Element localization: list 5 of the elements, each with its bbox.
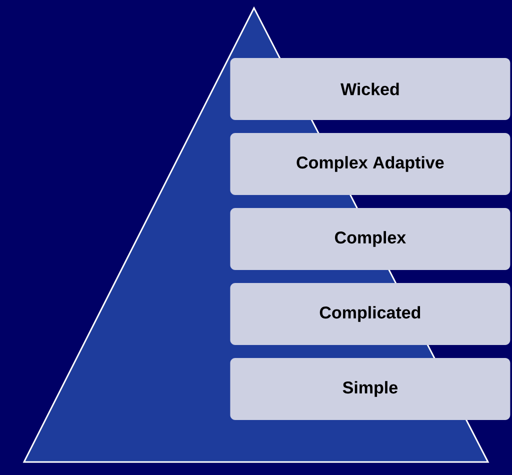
level-box: Simple — [230, 358, 510, 420]
level-box: Complex — [230, 208, 510, 270]
level-box: Complicated — [230, 283, 510, 345]
level-box: Complex Adaptive — [230, 133, 510, 195]
level-box: Wicked — [230, 58, 510, 120]
